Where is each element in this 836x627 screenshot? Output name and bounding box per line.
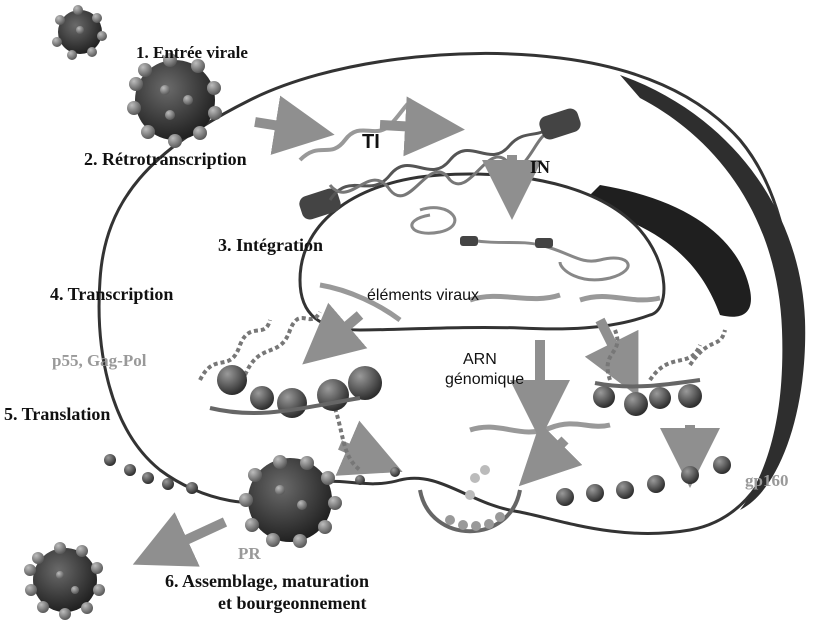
- arn-label-line2: génomique: [445, 372, 524, 388]
- step-1-label: 1. Entrée virale: [136, 44, 248, 61]
- integrase-mark-left: [460, 236, 478, 246]
- genomic-rna: [470, 424, 610, 432]
- gp160-label: gp160: [745, 472, 788, 489]
- step-5-label: 5. Translation: [4, 405, 110, 423]
- step-4-label: 4. Transcription: [50, 285, 173, 303]
- step-6-label-line2: et bourgeonnement: [218, 594, 366, 612]
- viral-element-2: [470, 295, 560, 300]
- virion-top-left: [52, 5, 107, 60]
- in-label: IN: [530, 158, 550, 176]
- virion-released: [24, 542, 105, 620]
- step-3-label: 3. Intégration: [218, 236, 323, 254]
- integrase-mark-right: [535, 238, 553, 248]
- budding-site: [420, 465, 520, 531]
- p55-label: p55, Gag-Pol: [52, 352, 146, 369]
- polyprotein-chains: [200, 312, 725, 470]
- virion-budding: [239, 455, 342, 548]
- viral-elements-label: éléments viraux: [367, 288, 479, 304]
- pr-label: PR: [238, 545, 261, 562]
- ribosomes-right: [593, 380, 702, 416]
- step-6-label-line1: 6. Assemblage, maturation: [165, 572, 369, 590]
- virion-entry: [127, 53, 222, 148]
- ti-label: TI: [362, 132, 380, 152]
- gp160-proteins: [104, 454, 731, 506]
- step-2-label: 2. Rétrotranscription: [84, 150, 247, 168]
- arn-label-line1: ARN: [463, 352, 497, 368]
- ribosomes-left: [210, 365, 382, 418]
